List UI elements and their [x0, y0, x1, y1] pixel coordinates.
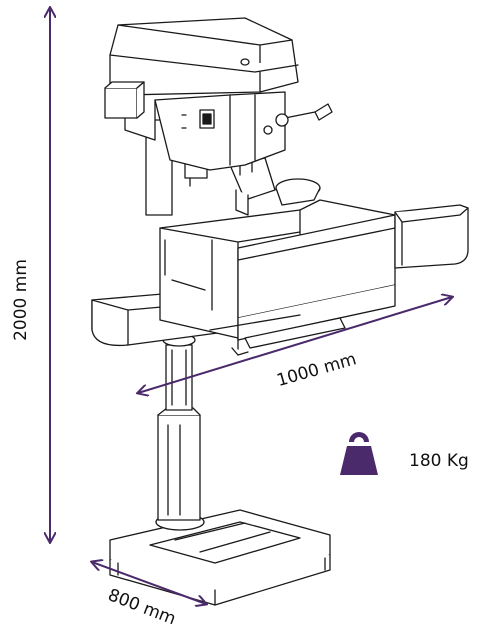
right-chip-tray: [394, 204, 469, 269]
depth-arrow: [92, 562, 206, 604]
width-arrow: [138, 297, 452, 393]
weight-label: 180 Kg: [409, 451, 469, 471]
weight-icon: [340, 432, 378, 475]
width-label: 1000 mm: [275, 349, 359, 391]
machine-base: [109, 509, 331, 606]
height-label: 2000 mm: [11, 259, 31, 341]
feed-handle: [275, 103, 333, 127]
motor: [104, 81, 145, 119]
machine-head: [109, 17, 299, 171]
dimension-lines: [50, 8, 452, 604]
drill-press-illustration: [91, 17, 469, 606]
